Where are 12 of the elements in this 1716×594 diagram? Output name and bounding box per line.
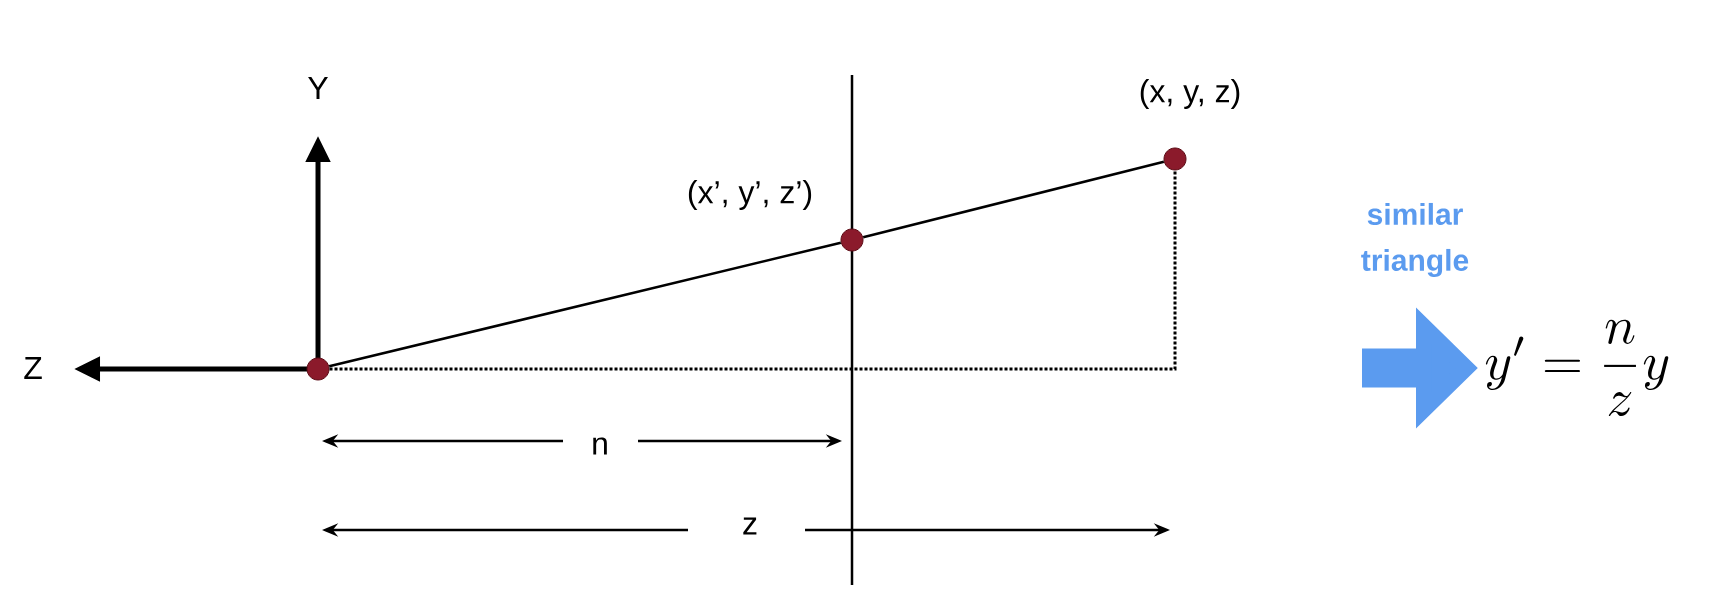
guide-line — [329, 170, 1177, 371]
edge-label: similar triangle — [1361, 202, 1469, 278]
projection-line — [328, 241, 842, 368]
point-label: (x’, y’, z’) — [688, 180, 812, 210]
dimension-label: n — [593, 437, 607, 455]
projection-line — [862, 160, 1165, 239]
point-label: (x, y, z) — [1140, 79, 1240, 109]
axis-label: Y — [308, 77, 328, 99]
formula: $y' = \frac{n}{z}y$ — [1485, 319, 1669, 417]
axis-label: Z — [24, 357, 42, 379]
point-dot — [306, 357, 330, 381]
dimension-label: z — [743, 517, 757, 535]
